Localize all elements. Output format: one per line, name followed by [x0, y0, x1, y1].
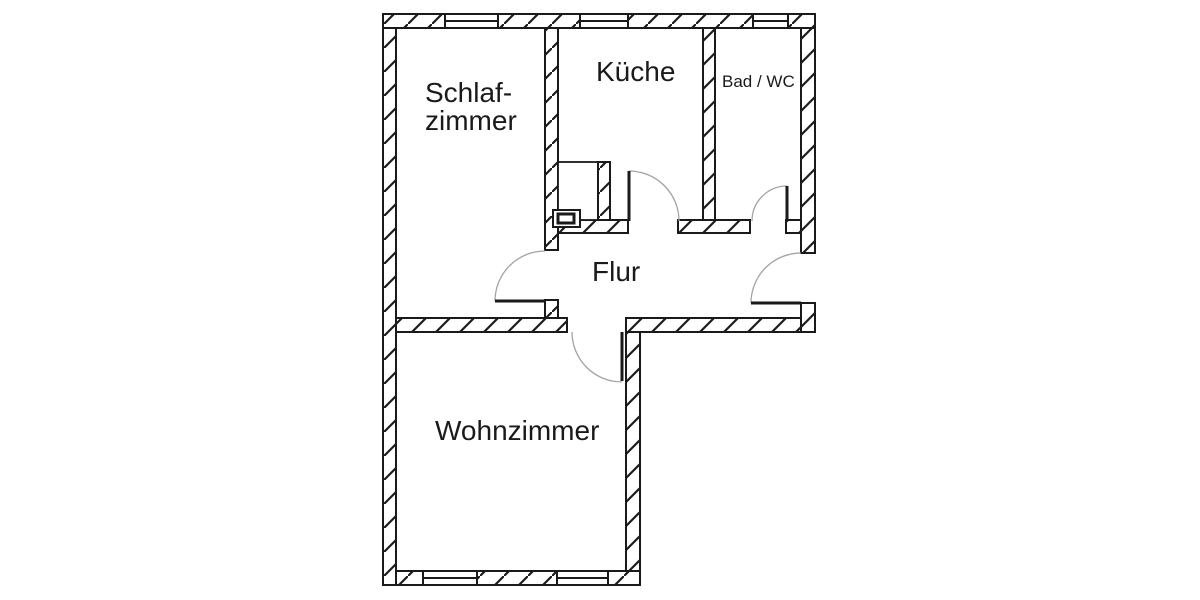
room-label-kueche: Küche: [596, 56, 675, 87]
chimney-symbol-inner: [556, 212, 576, 225]
wall-jamb-bad-door: [785, 219, 802, 234]
door-arc-kueche: [628, 170, 680, 222]
window-top-schlafzimmer: [444, 13, 499, 29]
window-top-bad-wc: [752, 13, 789, 29]
room-label-bad-wc: Bad / WC: [722, 72, 795, 91]
room-label-schlafzimmer-line1: Schlaf-: [425, 77, 512, 108]
window-top-kueche: [579, 13, 629, 29]
door-arc-wohnzimmer: [571, 331, 623, 383]
room-label-wohnzimmer: Wohnzimmer: [435, 415, 599, 446]
door-wohnzimmer: [571, 331, 624, 383]
window-bottom-wohnzimmer-left: [422, 570, 478, 586]
outer-wall-east-bad: [800, 27, 816, 254]
outer-wall-east-wohnzimmer: [625, 331, 641, 572]
outer-wall-below-entrance: [800, 302, 816, 333]
shaft-wall-strip: [597, 161, 611, 221]
wall-kueche-bad-south: [677, 219, 751, 234]
door-schlafzimmer: [494, 250, 546, 303]
door-kueche: [627, 170, 680, 222]
door-bad-wc: [751, 185, 789, 222]
room-label-schlafzimmer-line2: zimmer: [425, 105, 517, 136]
door-arc-schlafzimmer: [494, 250, 546, 302]
outer-wall-left: [382, 27, 397, 586]
door-arc-bad-wc: [751, 185, 788, 222]
window-bottom-wohnzimmer-right: [556, 570, 609, 586]
door-entrance: [750, 252, 802, 305]
wall-jamb-schlafzimmer-door: [544, 299, 559, 319]
room-label-flur: Flur: [592, 256, 640, 287]
door-arc-entrance: [750, 252, 802, 304]
outer-wall-flur-south: [625, 317, 802, 333]
wall-schlafzimmer-flur: [544, 27, 559, 251]
wall-schlafzimmer-wohnzimmer: [395, 317, 568, 333]
wall-kueche-bad: [702, 27, 716, 221]
